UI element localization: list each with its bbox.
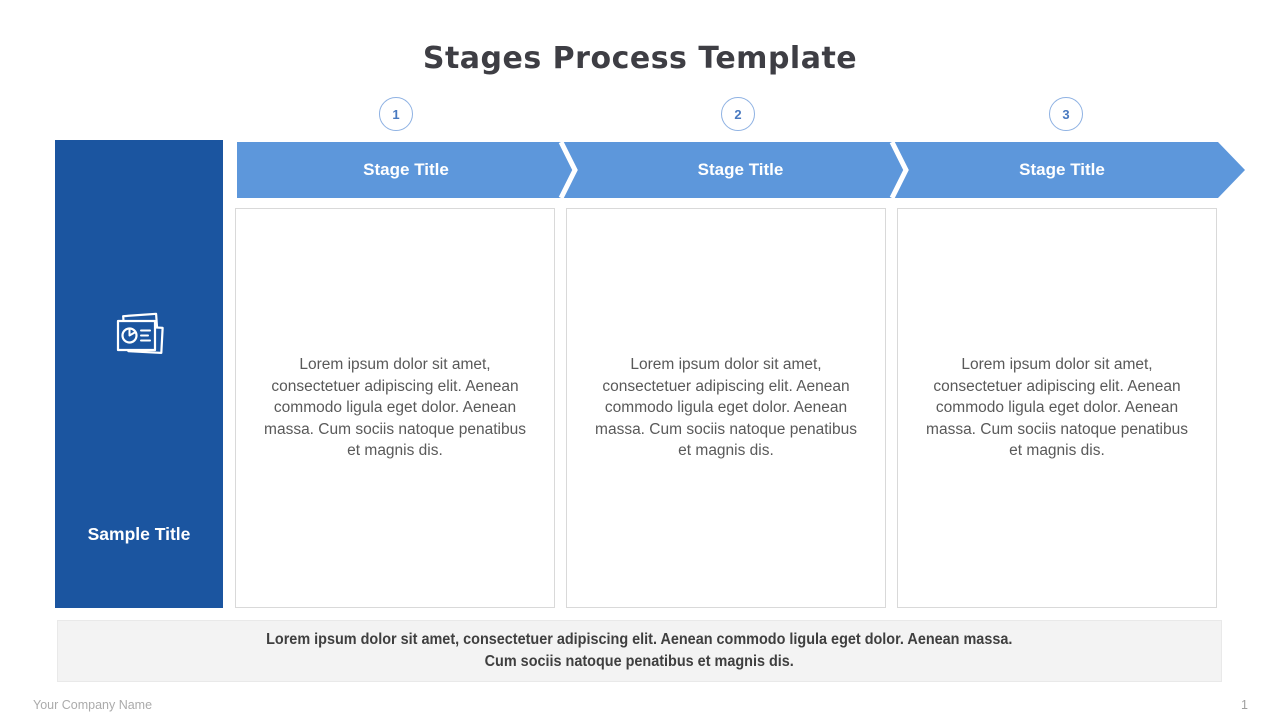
page-title: Stages Process Template <box>422 41 858 76</box>
chevron-separator-icon <box>558 142 578 198</box>
process-arrow-shape <box>237 142 1245 198</box>
step-number-badge-3: 3 <box>1049 97 1083 131</box>
stage-title-3: Stage Title <box>1019 160 1105 179</box>
stage-body-text-3: Lorem ipsum dolor sit amet, consectetuer… <box>926 356 1188 460</box>
summary-text: Lorem ipsum dolor sit amet, consectetuer… <box>266 631 1013 670</box>
footer-company-name: Your Company Name <box>33 698 153 712</box>
presentation-slides-icon <box>116 312 164 354</box>
stage-title-2: Stage Title <box>697 160 784 179</box>
sample-title-label: Sample Title <box>87 524 191 544</box>
sample-title-panel: Sample Title <box>55 140 223 608</box>
footer-page-number: 1 <box>1241 698 1248 712</box>
step-number-badge-1: 1 <box>379 97 413 131</box>
stage-card-2: Lorem ipsum dolor sit amet, consectetuer… <box>566 208 886 608</box>
stage-body-text-1: Lorem ipsum dolor sit amet, consectetuer… <box>264 356 526 460</box>
step-number-1: 1 <box>392 106 400 122</box>
step-number-badge-2: 2 <box>721 97 755 131</box>
stage-body-text-2: Lorem ipsum dolor sit amet, consectetuer… <box>595 356 857 460</box>
stage-arrow-band <box>237 142 1245 198</box>
summary-bar: Lorem ipsum dolor sit amet, consectetuer… <box>57 620 1222 682</box>
stage-card-1: Lorem ipsum dolor sit amet, consectetuer… <box>235 208 555 608</box>
step-number-3: 3 <box>1062 106 1070 122</box>
step-number-2: 2 <box>734 106 742 122</box>
stage-title-1: Stage Title <box>363 160 449 179</box>
chevron-separator-icon <box>889 142 909 198</box>
stage-card-3: Lorem ipsum dolor sit amet, consectetuer… <box>897 208 1217 608</box>
